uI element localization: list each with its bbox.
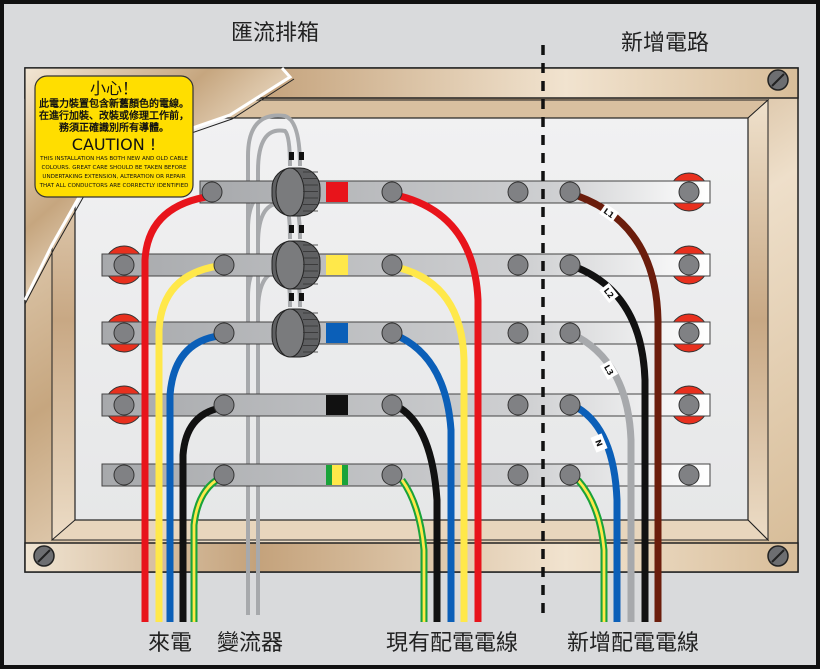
terminal <box>381 254 403 276</box>
incoming-label: 來電 <box>148 631 192 656</box>
warning-line-zh: 務須正確識別所有導體。 <box>59 121 169 134</box>
terminal <box>201 181 223 203</box>
existing-wire-l1 <box>399 192 482 622</box>
new-wiring-label: 新增配電電線 <box>567 631 699 656</box>
terminal <box>507 464 529 486</box>
earth-marker <box>332 465 342 485</box>
incoming-wire-l2 <box>155 262 219 622</box>
warning-line-zh: 在進行加裝、改裝或修理工作前， <box>39 109 189 122</box>
ct-wire <box>256 128 292 560</box>
wire-tag: L2 <box>599 283 619 303</box>
terminal <box>113 464 135 486</box>
terminal <box>381 394 403 416</box>
ct-terminal <box>299 293 304 301</box>
existing-wiring-label: 現有配電電線 <box>386 631 518 656</box>
terminal <box>113 254 135 276</box>
warning-label: 小心！ 此電力裝置包含新舊顏色的電線。 在進行加裝、改裝或修理工作前， 務須正確… <box>34 75 194 198</box>
terminal <box>559 464 581 486</box>
screw-icon <box>767 69 789 91</box>
ct-terminal <box>289 293 294 301</box>
terminal <box>507 394 529 416</box>
terminal <box>213 322 235 344</box>
terminal <box>381 181 403 203</box>
current-transformer-face <box>275 167 305 217</box>
bottom-rail <box>24 542 799 573</box>
incoming-wire-l3 <box>166 332 219 622</box>
existing-wire-l3 <box>398 333 455 622</box>
wire-tag-bg <box>590 433 608 453</box>
wire-tag-bg <box>599 203 619 223</box>
current-transformers <box>271 152 321 358</box>
terminal <box>678 394 700 416</box>
new-circuit-title: 新增電路 <box>621 31 709 56</box>
phase-marker <box>326 182 348 202</box>
existing-wire-e <box>400 479 426 622</box>
terminal <box>213 464 235 486</box>
wire-tag: L1 <box>599 203 619 223</box>
wire-tag-text: N <box>593 438 604 448</box>
terminal <box>113 394 135 416</box>
screw-icon <box>767 545 789 567</box>
warning-line-zh: 此電力裝置包含新舊顏色的電線。 <box>39 97 189 110</box>
terminal <box>559 181 581 203</box>
ct-label: 變流器 <box>217 631 283 656</box>
phase-marker <box>326 395 348 415</box>
busbar <box>101 253 711 277</box>
terminal <box>678 254 700 276</box>
terminal <box>559 254 581 276</box>
terminal <box>678 464 700 486</box>
terminal <box>559 322 581 344</box>
busbar-box-title: 匯流排箱 <box>231 21 319 46</box>
terminal <box>507 254 529 276</box>
wire-tag: N <box>590 433 608 453</box>
current-transformer-face <box>275 240 305 290</box>
wire-tag-bg <box>599 360 619 380</box>
terminal <box>507 322 529 344</box>
new-wire-n <box>576 405 621 622</box>
terminal <box>678 181 700 203</box>
warning-line-en: THIS INSTALLATION HAS BOTH NEW AND OLD C… <box>39 156 188 162</box>
incoming-wire-l1 <box>141 192 213 622</box>
phase-marker <box>326 323 348 343</box>
wire-tag: L3 <box>599 360 619 380</box>
terminal <box>507 181 529 203</box>
phase-marker <box>326 255 348 275</box>
current-transformer-face <box>275 308 305 358</box>
ct-wire <box>246 113 302 560</box>
warning-title-zh: 小心！ <box>90 79 138 98</box>
existing-wire-l2 <box>399 264 468 622</box>
warning-title-en: CAUTION ! <box>72 135 156 154</box>
ct-terminal <box>299 225 304 233</box>
terminal <box>381 464 403 486</box>
wire-tag-bg <box>599 283 619 303</box>
new-wire-l1 <box>576 192 662 622</box>
terminal <box>213 254 235 276</box>
warning-line-en: THAT ALL CONDUCTORS ARE CORRECTLY IDENTI… <box>39 183 189 189</box>
ct-terminal <box>289 152 294 160</box>
screw-icon <box>33 545 55 567</box>
ct-terminal <box>289 225 294 233</box>
ct-terminal <box>299 152 304 160</box>
warning-line-en: COLOURS. GREAT CARE SHOULD BE TAKEN BEFO… <box>42 165 187 171</box>
wires <box>141 192 662 622</box>
terminal <box>213 394 235 416</box>
existing-wire-n <box>398 405 441 622</box>
terminal <box>113 322 135 344</box>
terminal <box>559 394 581 416</box>
terminal <box>381 322 403 344</box>
incoming-wire-n <box>179 404 221 622</box>
new-wire-e <box>576 479 606 622</box>
terminals <box>113 181 700 486</box>
warning-line-en: UNDERTAKING EXTENSION, ALTERATION OR REP… <box>42 174 185 180</box>
terminal <box>678 322 700 344</box>
new-wire-l3 <box>576 333 635 622</box>
new-wire-l2 <box>576 264 649 622</box>
